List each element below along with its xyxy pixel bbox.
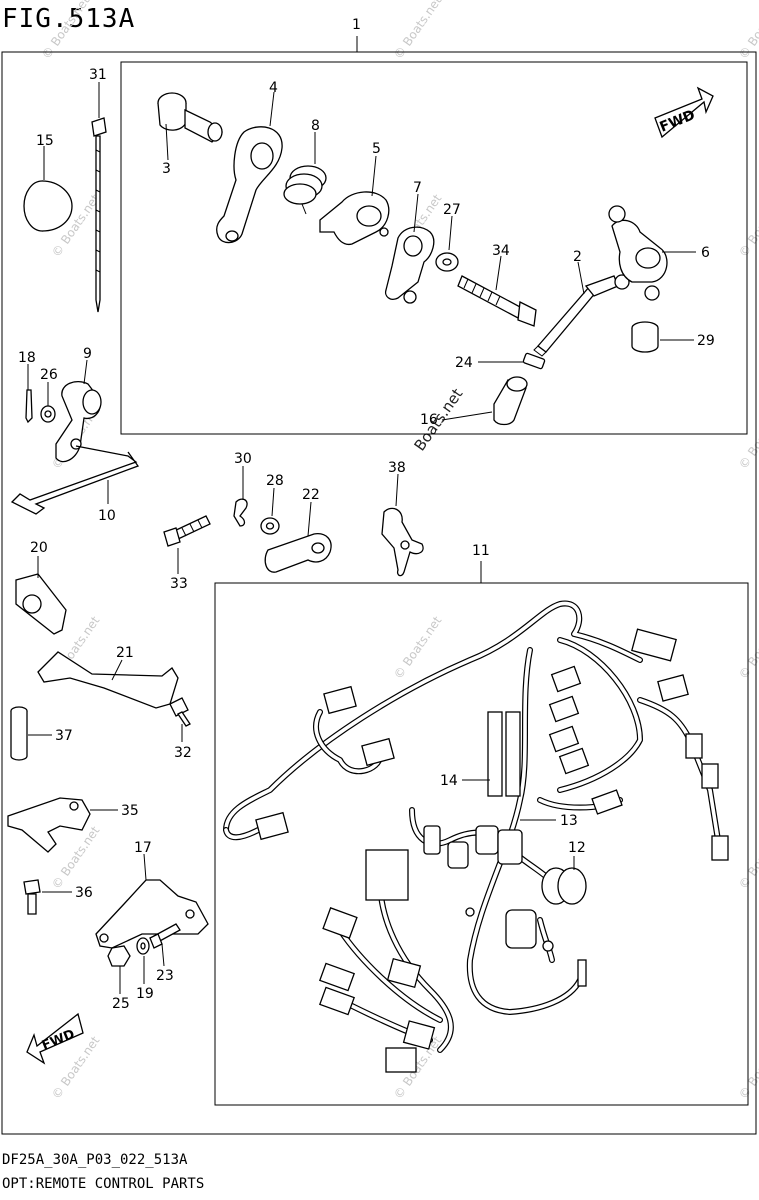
callout-6: 6 [701, 245, 710, 261]
callout-2: 2 [573, 249, 582, 265]
callout-numbers: 1 2 3 4 5 6 7 8 9 10 11 12 13 14 15 16 1… [18, 17, 715, 1012]
leader-lines [27, 82, 696, 994]
callout-36: 36 [75, 885, 93, 901]
part-29-bushing [631, 321, 659, 353]
figure-title: FIG.513A [2, 4, 136, 34]
callout-17: 17 [134, 840, 152, 856]
callout-27: 27 [443, 202, 461, 218]
callout-15: 15 [36, 133, 54, 149]
callout-4: 4 [269, 80, 278, 96]
part-18-pin [25, 389, 33, 424]
part-23-bolt [149, 923, 181, 949]
callout-35: 35 [121, 803, 139, 819]
part-25-nut [107, 945, 131, 967]
callout-13: 13 [560, 813, 578, 829]
callout-5: 5 [372, 141, 381, 157]
callout-14: 14 [440, 773, 458, 789]
part-2-rod [533, 274, 630, 357]
part-37-sleeve [10, 706, 28, 761]
part-5-cam [319, 191, 390, 246]
callout-9: 9 [83, 346, 92, 362]
part-22-link [264, 533, 332, 573]
callout-31: 31 [89, 67, 107, 83]
part-21-bracket [37, 651, 179, 709]
part-34-bolt [457, 275, 537, 327]
callout-11: 11 [472, 543, 490, 559]
callout-30: 30 [234, 451, 252, 467]
callout-34: 34 [492, 243, 510, 259]
part-16-socket [493, 376, 528, 426]
callout-16: 16 [420, 412, 438, 428]
callout-10: 10 [98, 508, 116, 524]
part-31-cable-tie [91, 117, 107, 313]
part-38-clip [381, 507, 424, 577]
callout-22: 22 [302, 487, 320, 503]
figure-caption: OPT:REMOTE CONTROL PARTS [2, 1176, 205, 1192]
callout-26: 26 [40, 367, 58, 383]
part-33-bolt [163, 515, 211, 547]
callout-25: 25 [112, 996, 130, 1012]
part-28-washer [260, 517, 280, 535]
callout-23: 23 [156, 968, 174, 984]
callout-32: 32 [174, 745, 192, 761]
callout-12: 12 [568, 840, 586, 856]
part-4-lever [216, 126, 283, 244]
part-8-spring [283, 165, 327, 215]
part-27-washer [435, 252, 459, 272]
callout-18: 18 [18, 350, 36, 366]
callout-38: 38 [388, 460, 406, 476]
upper-inset-frame [120, 61, 748, 435]
callout-20: 20 [30, 540, 48, 556]
part-17-bracket [95, 879, 209, 949]
part-36-bolt [23, 879, 41, 915]
document-code: DF25A_30A_P03_022_513A [2, 1152, 188, 1168]
callout-21: 21 [116, 645, 134, 661]
callout-28: 28 [266, 473, 284, 489]
part-6-link [608, 205, 668, 301]
part-20-plate [15, 573, 67, 635]
part-26-washer [40, 405, 56, 423]
part-3-collar [157, 92, 223, 143]
part-15-cap [23, 180, 73, 232]
callout-24: 24 [455, 355, 473, 371]
callout-33: 33 [170, 576, 188, 592]
part-11-wiring-harness [223, 600, 729, 1073]
watermark-text: © Boats.net [49, 823, 103, 891]
watermark-text-strong: Boats.net [411, 385, 467, 454]
part-35-plate [7, 797, 91, 853]
watermark-text: © Boats.net [391, 613, 445, 681]
part-10-rod [10, 445, 140, 515]
part-32-bolt [169, 697, 191, 727]
callout-1: 1 [352, 17, 361, 33]
callout-3: 3 [162, 161, 171, 177]
part-30-clip [233, 498, 248, 527]
callout-7: 7 [413, 180, 422, 196]
outer-frame [1, 51, 757, 1135]
part-7-bracket [384, 226, 435, 304]
callout-8: 8 [311, 118, 320, 134]
part-24-clip [522, 352, 546, 370]
callout-19: 19 [136, 986, 154, 1002]
callout-37: 37 [55, 728, 73, 744]
part-19-washer [136, 937, 150, 955]
callout-29: 29 [697, 333, 715, 349]
fwd-arrow-top: FWD [654, 86, 714, 139]
